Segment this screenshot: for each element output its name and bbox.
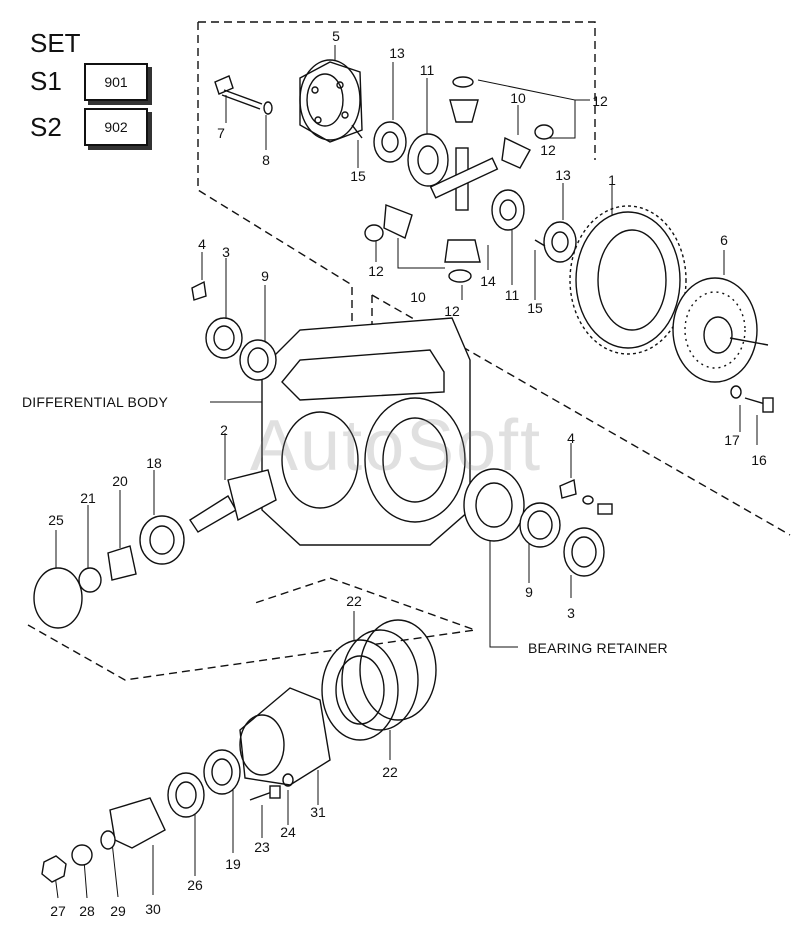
set-row-code-902: 902 bbox=[84, 108, 148, 146]
pinion-gear-10-top-shape bbox=[449, 76, 479, 123]
nut-27-shape bbox=[41, 855, 67, 883]
callout-12-upper: 12 bbox=[592, 93, 608, 109]
callout-22-upper: 22 bbox=[346, 593, 362, 609]
differential-case-5-shape bbox=[299, 59, 363, 143]
callout-17: 17 bbox=[724, 432, 740, 448]
bearing-9-lower-shape bbox=[519, 502, 561, 548]
side-gear-11-left-shape bbox=[407, 133, 449, 187]
callout-3-lower: 3 bbox=[567, 605, 575, 621]
bolt-7-shape bbox=[214, 75, 263, 110]
callout-13-lower: 13 bbox=[555, 167, 571, 183]
callout-7: 7 bbox=[217, 125, 225, 141]
callout-12-left: 12 bbox=[368, 263, 384, 279]
callout-11-lower: 11 bbox=[504, 287, 520, 303]
callout-8: 8 bbox=[262, 152, 270, 168]
pinion-gear-10-right-shape bbox=[501, 124, 554, 169]
callout-5: 5 bbox=[332, 28, 340, 44]
set-row-label-s1: S1 bbox=[30, 66, 62, 96]
callout-12-right: 12 bbox=[540, 142, 556, 158]
yoke-30-shape bbox=[109, 797, 166, 849]
pin-15-upper-shape bbox=[351, 124, 363, 139]
flange-6-shape bbox=[672, 277, 769, 383]
bearing-9-upper-shape bbox=[239, 339, 277, 381]
bearing-retainer-shape bbox=[463, 468, 525, 542]
callout-25: 25 bbox=[48, 512, 64, 528]
pinion-gear-10-left-shape bbox=[364, 204, 413, 242]
callout-19: 19 bbox=[225, 856, 241, 872]
callout-28: 28 bbox=[79, 903, 95, 919]
watermark: AutoSoft bbox=[250, 406, 543, 486]
callout-9-upper: 9 bbox=[261, 268, 269, 284]
pin-15-lower-shape bbox=[534, 239, 546, 247]
lock-plate-4-lower bbox=[559, 478, 577, 499]
callout-14: 14 bbox=[480, 273, 496, 289]
callout-21: 21 bbox=[80, 490, 96, 506]
dashed-frame-lower bbox=[27, 577, 476, 681]
callout-10-lower: 10 bbox=[410, 289, 426, 305]
callout-4-lower: 4 bbox=[567, 430, 575, 446]
differential-body-label: DIFFERENTIAL BODY bbox=[22, 394, 169, 410]
callout-2: 2 bbox=[220, 422, 228, 438]
o-ring-29-shape bbox=[100, 830, 116, 850]
ring-gear-1-shape bbox=[569, 205, 687, 355]
friction-plates-22-shape bbox=[321, 619, 437, 741]
thrust-washer-13-right bbox=[543, 221, 577, 263]
spider-14-shape bbox=[429, 147, 499, 211]
callout-22-lower: 22 bbox=[382, 764, 398, 780]
callout-30: 30 bbox=[145, 901, 161, 917]
callout-10-upper: 10 bbox=[510, 90, 526, 106]
bolt-23-shape bbox=[249, 785, 281, 801]
callout-6: 6 bbox=[720, 232, 728, 248]
washer-17-shape bbox=[730, 385, 742, 399]
callout-4-upper: 4 bbox=[198, 236, 206, 252]
washer-28-shape bbox=[71, 844, 93, 866]
callout-15-lower: 15 bbox=[527, 300, 543, 316]
callout-12-bottom: 12 bbox=[444, 303, 460, 319]
callout-31: 31 bbox=[310, 804, 326, 820]
callout-23: 23 bbox=[254, 839, 270, 855]
bearing-18-shape bbox=[139, 515, 185, 565]
bearing-retainer-label: BEARING RETAINER bbox=[528, 640, 668, 656]
callout-26: 26 bbox=[187, 877, 203, 893]
pinion-gear-10-bottom-shape bbox=[444, 239, 481, 283]
set-title: SET bbox=[30, 28, 81, 58]
set-row-code-901: 901 bbox=[84, 63, 148, 101]
lock-plate-4-upper bbox=[191, 280, 207, 301]
callout-1: 1 bbox=[608, 172, 616, 188]
spacer-20-shape bbox=[107, 545, 137, 581]
callout-3-upper: 3 bbox=[222, 244, 230, 260]
bolt-16-shape bbox=[744, 397, 774, 413]
drive-pinion-2-shape bbox=[189, 469, 277, 533]
washer-24-shape bbox=[282, 773, 294, 787]
callout-13-upper: 13 bbox=[389, 45, 405, 61]
set-row-label-s2: S2 bbox=[30, 112, 62, 142]
bearing-19-shape bbox=[203, 749, 241, 795]
callout-29: 29 bbox=[110, 903, 126, 919]
thrust-washer-13-left bbox=[373, 121, 407, 163]
washer-8-shape bbox=[263, 101, 273, 115]
callout-18: 18 bbox=[146, 455, 162, 471]
ring-21-shape bbox=[78, 567, 102, 593]
oil-seal-3-upper-shape bbox=[205, 317, 243, 359]
callout-24: 24 bbox=[280, 824, 296, 840]
side-gear-11-right-shape bbox=[491, 189, 525, 231]
callout-20: 20 bbox=[112, 473, 128, 489]
callout-9-lower: 9 bbox=[525, 584, 533, 600]
shim-25-shape bbox=[33, 567, 83, 629]
callout-27: 27 bbox=[50, 903, 66, 919]
housing-31-shape bbox=[239, 687, 331, 786]
oil-seal-3-lower-shape bbox=[563, 527, 605, 577]
leader-lines bbox=[54, 45, 758, 899]
callout-15-upper: 15 bbox=[350, 168, 366, 184]
seal-26-shape bbox=[167, 772, 205, 818]
callout-16: 16 bbox=[751, 452, 767, 468]
callout-11-upper: 11 bbox=[419, 62, 435, 78]
